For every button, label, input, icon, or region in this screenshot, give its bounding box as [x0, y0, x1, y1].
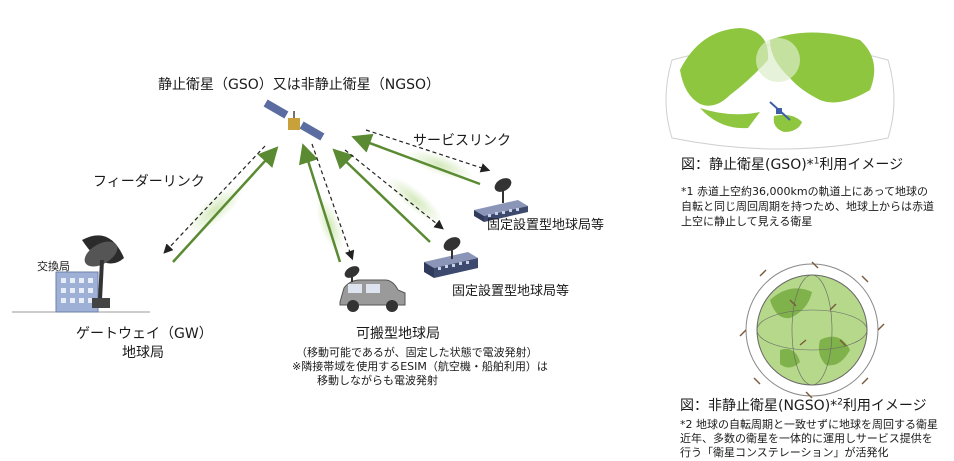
ngso-note-line1: *2 地球の自転周期と一致せずに地球を周回する衛星: [680, 418, 938, 431]
service-link-arrows: [332, 129, 491, 243]
fixed-station-icon-upper: [474, 178, 528, 222]
gso-note-line3: 上空に静止して見える衛星: [681, 215, 813, 228]
portable-station-note-2: ※隣接帯域を使用するESIM（航空機・船舶利用）は: [292, 360, 548, 373]
ngso-caption-footnote-mark: 2: [837, 397, 843, 408]
portable-station-title: 可搬型地球局: [356, 326, 440, 342]
portable-station-note-1: （移動可能であるが、固定した状態で電波発射）: [296, 346, 538, 359]
portable-station-car-icon: [339, 266, 406, 312]
fixed-station-label-upper: 固定設置型地球局等: [487, 218, 605, 233]
exchange-office-label: 交換局: [37, 260, 70, 273]
portable-link-arrows: [298, 143, 355, 263]
satellite-title: 静止衛星（GSO）又は非静止衛星（NGSO）: [158, 77, 440, 93]
gso-caption-prefix: 図：静止衛星(GSO)*: [681, 157, 814, 173]
ngso-figure-caption: 図：非静止衛星(NGSO)*2利用イメージ: [680, 398, 927, 415]
portable-station-note-3: 移動しながらも電波発射: [317, 374, 438, 387]
gso-world-map-image: [665, 28, 895, 150]
fixed-station-icon-lower: [424, 237, 478, 278]
ngso-caption-prefix: 図：非静止衛星(NGSO)*: [680, 398, 838, 414]
service-link-label: サービスリンク: [413, 133, 511, 149]
gso-note-line2: 自転と同じ周回周期を持つため、地球上からは赤道: [681, 200, 934, 213]
gateway-label-line1: ゲートウェイ（GW）: [76, 326, 213, 342]
feeder-link-arrows: [163, 145, 279, 263]
gateway-label-line2: 地球局: [122, 345, 164, 361]
beam-shadows: [187, 149, 474, 254]
gateway-station-icon: [12, 235, 150, 313]
ngso-note-line3: 行う「衛星コンステレーション」が活発化: [680, 446, 889, 459]
gso-caption-suffix: 利用イメージ: [819, 157, 904, 173]
ngso-globe-image: [739, 261, 885, 399]
feeder-link-label: フィーダーリンク: [93, 174, 205, 190]
fixed-station-label-lower: 固定設置型地球局等: [452, 284, 570, 299]
gso-note-line1: *1 赤道上空約36,000kmの軌道上にあって地球の: [681, 185, 929, 198]
gso-figure-caption: 図：静止衛星(GSO)*1利用イメージ: [681, 157, 903, 174]
satellite-icon: [263, 99, 325, 141]
ngso-note-line2: 近年、多数の衛星を一体的に運用しサービス提供を: [680, 432, 933, 445]
gso-caption-footnote-mark: 1: [813, 156, 820, 167]
ngso-caption-suffix: 利用イメージ: [842, 398, 927, 414]
